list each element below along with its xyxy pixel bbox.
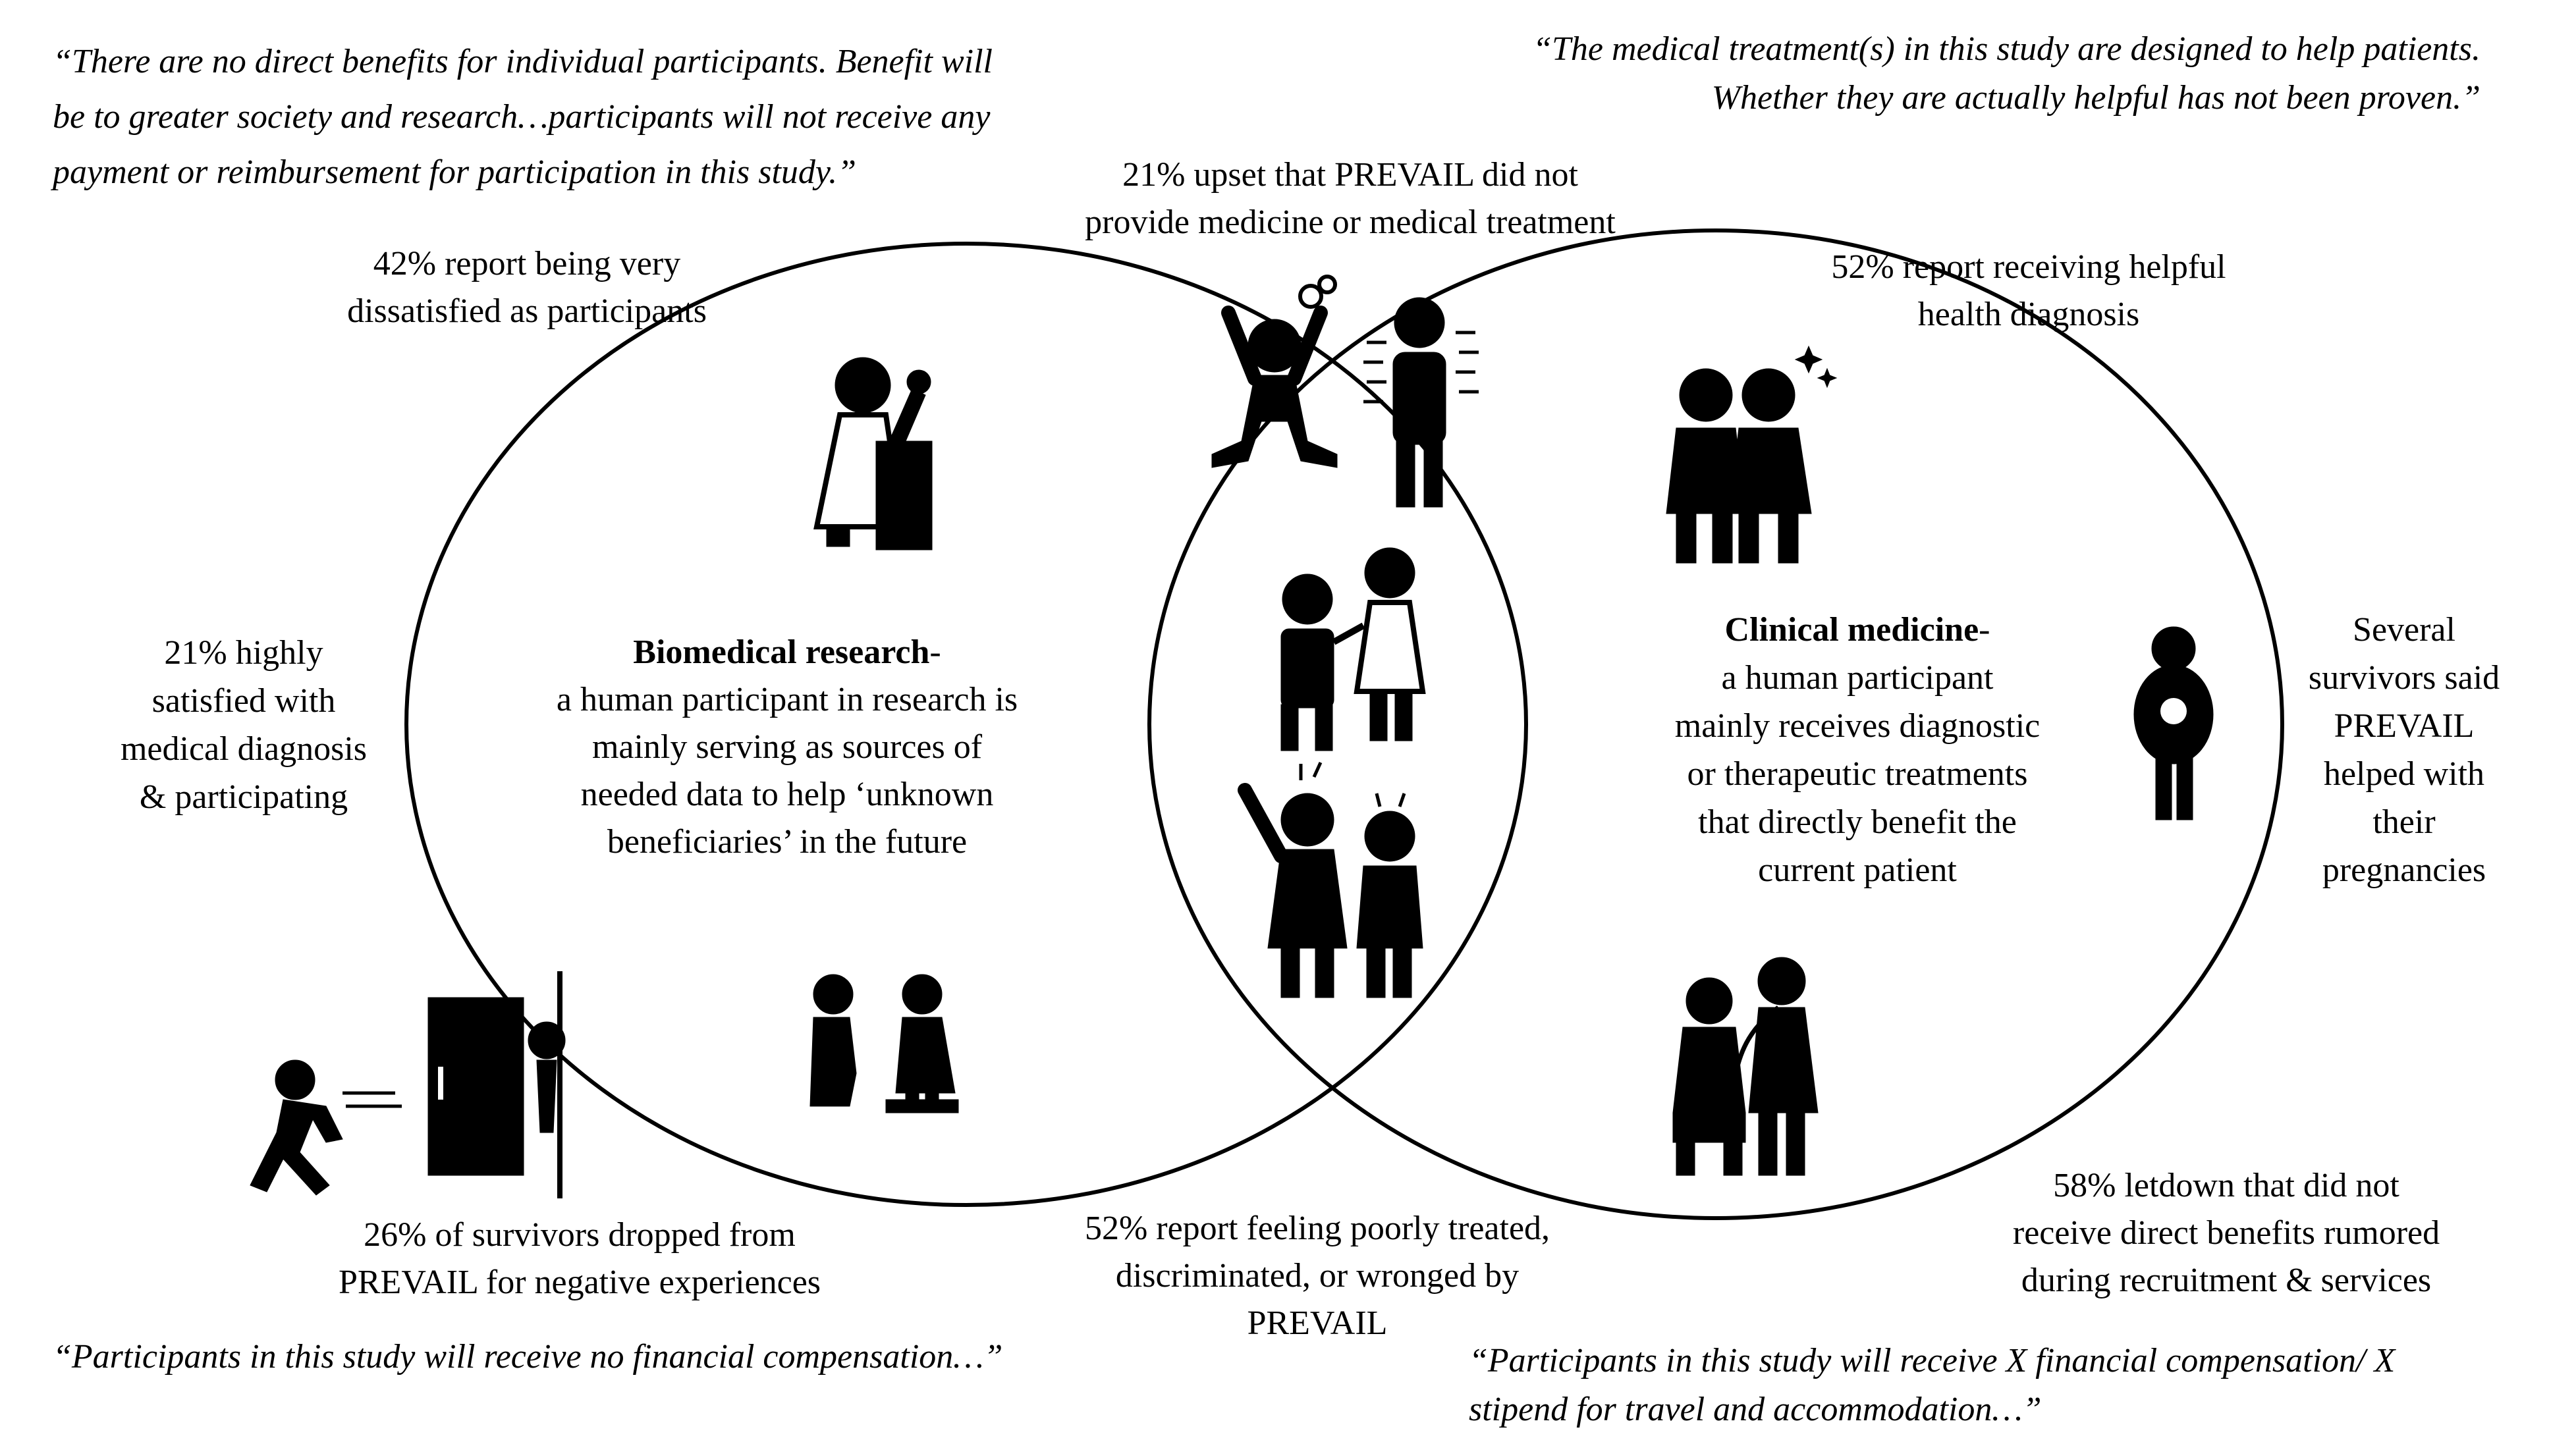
vaccination-icon [1280, 547, 1426, 751]
stat-highly-satisfied: 21% highly satisfied with medical diagno… [86, 629, 402, 821]
stat-poorly-treated: 52% report feeling poorly treated, discr… [988, 1205, 1647, 1347]
stat-upset-no-treatment: 21% upset that PREVAIL did not provide m… [1021, 151, 1680, 246]
stat-line: discriminated, or wronged by [1115, 1257, 1520, 1295]
stat-line: helped with [2323, 755, 2485, 793]
scientist-microscope-icon [813, 357, 933, 550]
stat-line: 26% of survivors dropped from [364, 1216, 796, 1254]
running-out-door-icon [250, 971, 566, 1198]
biomedical-research-heading: Biomedical research- [448, 629, 1126, 676]
stat-survivors-dropped: 26% of survivors dropped from PREVAIL fo… [250, 1212, 909, 1306]
quote-top-left-line: “There are no direct benefits for indivi… [53, 43, 993, 80]
description-line: a human participant [1721, 659, 1994, 697]
stat-line: during recruitment & services [2021, 1262, 2432, 1299]
stethoscope-exam-icon [1672, 957, 1819, 1176]
stat-line: receive direct benefits rumored [2012, 1214, 2440, 1252]
description-line: current patient [1758, 851, 1957, 889]
quote-bottom-right-line: “Participants in this study will receive… [1469, 1342, 2396, 1379]
stat-line: PREVAIL [1247, 1304, 1388, 1342]
stat-line: medical diagnosis [120, 730, 368, 768]
quote-bottom-right-line: stipend for travel and accommodation…” [1469, 1391, 2042, 1428]
stat-line: Several [2353, 611, 2455, 649]
shivering-person-icon [1363, 297, 1479, 508]
stat-line: PREVAIL for negative experiences [338, 1264, 821, 1301]
stat-line: 58% letdown that did not [2053, 1167, 2399, 1204]
quote-top-left-line: payment or reimbursement for participati… [53, 153, 857, 191]
description-line: beneficiaries’ in the future [607, 823, 968, 861]
clinical-medicine-title: Clinical medicine [1724, 611, 1979, 649]
description-line: that directly benefit the [1698, 803, 2017, 841]
stat-line: their [2372, 803, 2436, 841]
description-line: mainly serving as sources of [591, 728, 983, 766]
clinical-medicine-description: Clinical medicine- a human participant m… [1587, 606, 2127, 894]
biomedical-research-circle [404, 242, 1528, 1207]
stat-letdown-no-benefits: 58% letdown that did not receive direct … [1910, 1162, 2542, 1304]
stat-line: pregnancies [2322, 851, 2486, 889]
stat-line: 21% highly [164, 634, 323, 672]
quote-top-right: “The medical treatment(s) in this study … [1533, 25, 2480, 122]
stat-line: PREVAIL [2334, 707, 2475, 745]
stat-line: & participating [139, 778, 348, 816]
biomedical-research-title: Biomedical research [633, 633, 930, 671]
angry-doctor-crying-patient-icon [1238, 761, 1423, 998]
measuring-person-icon [809, 974, 959, 1113]
quote-top-left: “There are no direct benefits for indivi… [53, 34, 993, 200]
description-line: or therapeutic treatments [1687, 755, 2028, 793]
stat-line: satisfied with [151, 682, 336, 720]
stat-line: provide medicine or medical treatment [1085, 203, 1616, 241]
stat-line: 21% upset that PREVAIL did not [1122, 156, 1578, 194]
clinical-medicine-heading: Clinical medicine- [1587, 606, 2127, 654]
description-line: needed data to help ‘unknown [580, 776, 994, 813]
quote-top-right-line: “The medical treatment(s) in this study … [1533, 30, 2480, 68]
stat-line: health diagnosis [1917, 296, 2140, 333]
stat-line: 52% report receiving helpful [1831, 248, 2226, 286]
description-line: a human participant in research is [556, 681, 1018, 718]
stat-helpful-diagnosis: 52% report receiving helpful health diag… [1798, 244, 2259, 338]
frustrated-person-icon [1211, 275, 1338, 468]
title-dash: - [929, 633, 941, 671]
quote-bottom-left: “Participants in this study will receive… [53, 1337, 1002, 1377]
biomedical-research-description: Biomedical research- a human participant… [448, 629, 1126, 866]
clinical-medicine-circle [1147, 228, 2284, 1220]
stat-line: survivors said [2308, 659, 2500, 697]
description-line: mainly receives diagnostic [1674, 707, 2041, 745]
stat-helped-pregnancies: Several survivors said PREVAIL helped wi… [2279, 606, 2529, 894]
doctor-patient-icon [1666, 345, 1838, 564]
quote-bottom-left-line: “Participants in this study will receive… [53, 1338, 1003, 1376]
stat-line: dissatisfied as participants [347, 292, 707, 330]
title-dash: - [1979, 611, 1990, 649]
stat-line: 52% report feeling poorly treated, [1084, 1210, 1550, 1247]
quote-top-left-line: be to greater society and research…parti… [53, 98, 991, 136]
quote-bottom-right: “Participants in this study will receive… [1469, 1337, 2395, 1434]
quote-top-right-line: Whether they are actually helpful has no… [1711, 79, 2480, 117]
pregnant-woman-icon [2133, 626, 2214, 820]
stat-very-dissatisfied: 42% report being very dissatisfied as pa… [296, 240, 757, 335]
stat-line: 42% report being very [373, 245, 681, 282]
